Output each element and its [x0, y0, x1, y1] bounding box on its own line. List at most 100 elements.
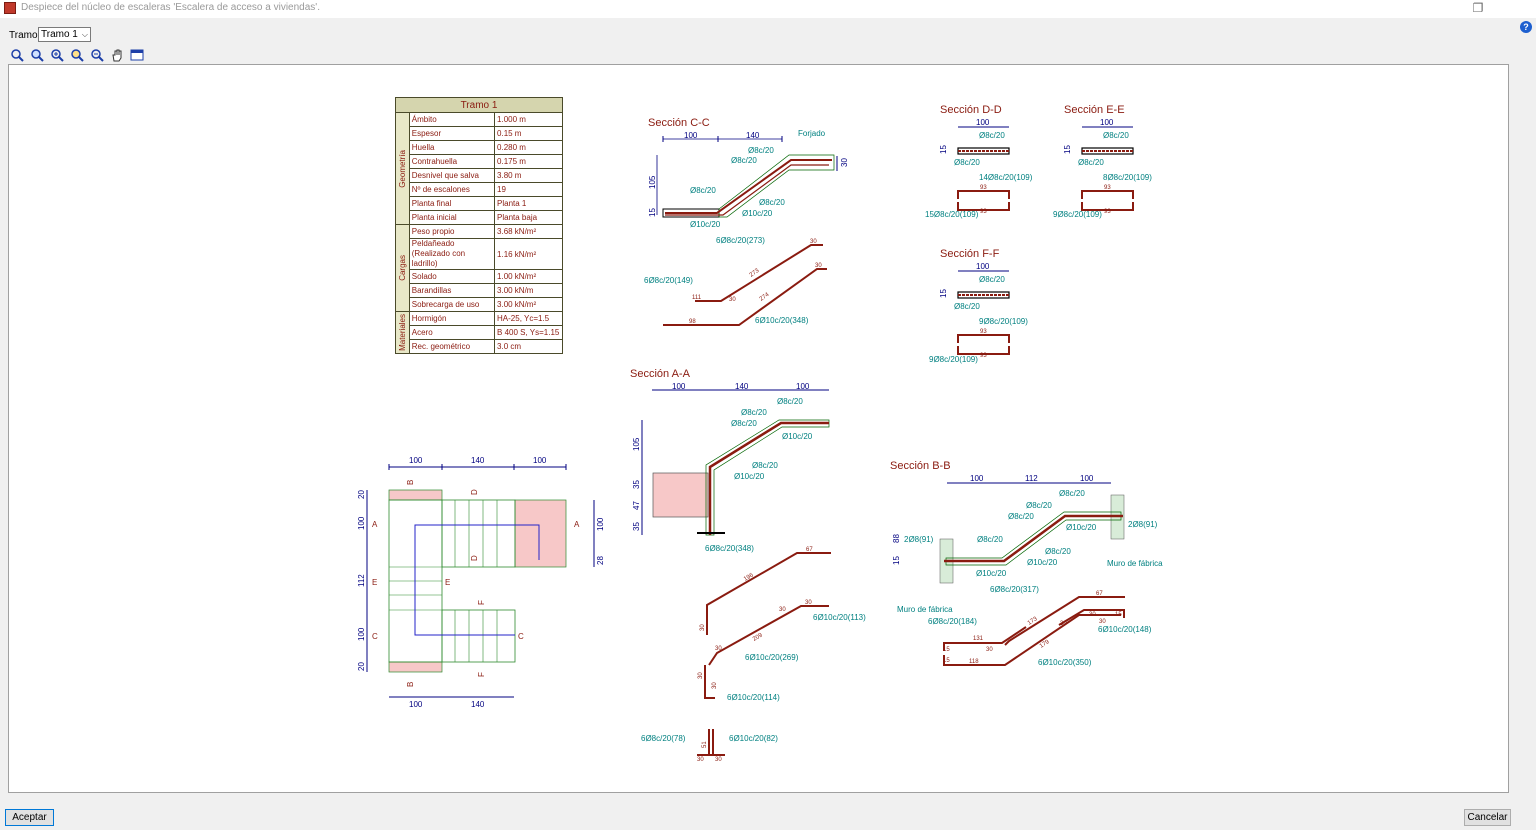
dim-label: 100	[1100, 118, 1114, 127]
bar-label: Ø8c/20	[954, 302, 980, 311]
dim-label: 28	[596, 556, 605, 565]
schedule-label: 15Ø8c/20(109)	[925, 210, 979, 219]
bar-label: Ø8c/20	[979, 275, 1005, 284]
dim-label: 15	[648, 208, 657, 217]
section-mark: D	[470, 489, 479, 495]
bar-label: Ø8c/20	[1059, 489, 1085, 498]
section-title: Sección B-B	[890, 460, 951, 472]
row-value: 0.15 m	[494, 126, 563, 141]
dim-label: 100	[976, 262, 990, 271]
help-icon[interactable]: ?	[1520, 21, 1532, 33]
bar-length: 196	[743, 572, 755, 583]
row-label: Acero	[408, 325, 496, 340]
bar-label: Ø8c/20	[954, 158, 980, 167]
zoom-in-icon[interactable]	[49, 47, 65, 63]
dim-label: 140	[735, 382, 749, 391]
row-value: HA-25, Yc=1.5	[494, 311, 563, 326]
dim-label: 30	[840, 158, 849, 167]
bar-length: 131	[973, 636, 984, 642]
schedule-label: 8Ø8c/20(109)	[1103, 173, 1152, 182]
row-value: 0.175 m	[494, 154, 563, 169]
row-value: Planta baja	[494, 210, 563, 225]
window-icon[interactable]	[129, 47, 145, 63]
bar-label: Ø10c/20	[690, 220, 721, 229]
bar-label: Ø8c/20	[752, 461, 778, 470]
tramo-select[interactable]: Tramo 1 ⌵	[38, 27, 91, 42]
zoom-previous-icon[interactable]	[69, 47, 85, 63]
dim-label: 15	[892, 556, 901, 565]
dim-label: 47	[632, 501, 641, 510]
schedule-label: 6Ø8c/20(78)	[641, 734, 686, 743]
bar-length: 30	[697, 757, 704, 763]
section-aa: Sección A-A 100 140 100 105 35 47 35 Ø8c…	[630, 368, 866, 763]
muro-label: Muro de fábrica	[1107, 559, 1163, 568]
cancel-button[interactable]: Cancelar	[1464, 809, 1511, 826]
schedule-label: 6Ø10c/20(148)	[1098, 625, 1152, 634]
section-mark: E	[372, 578, 377, 587]
dim-label: 105	[632, 437, 641, 451]
bar-label: Ø8c/20	[748, 146, 774, 155]
dim-label: 15	[1063, 145, 1072, 154]
restore-window-icon[interactable]: ❐	[1472, 1, 1484, 15]
dim-label: 100	[1080, 474, 1094, 483]
bar-label: Ø8c/20	[731, 156, 757, 165]
section-cc: Sección C-C 100 140 Forjado 105 15 30 Ø8…	[644, 117, 849, 326]
schedule-label: 9Ø8c/20(109)	[979, 317, 1028, 326]
toolbar	[9, 47, 145, 63]
row-label: Nº de escalones	[408, 182, 496, 197]
dim-label: 35	[632, 480, 641, 489]
row-value: 0.280 m	[494, 140, 563, 155]
section-title: Sección C-C	[648, 117, 710, 129]
tramo-label: Tramo	[9, 30, 38, 41]
dim-label: 112	[1025, 474, 1038, 483]
bar-length: 30	[986, 647, 993, 653]
bar-label: Ø8c/20	[741, 408, 767, 417]
accept-button[interactable]: Aceptar	[5, 809, 54, 826]
bar-length: 30	[715, 757, 722, 763]
bar-length: 93	[980, 353, 987, 359]
bar-label: Ø8c/20	[759, 198, 785, 207]
window-title: Despiece del núcleo de escaleras 'Escale…	[21, 2, 320, 13]
dim-label: 100	[976, 118, 990, 127]
section-mark: F	[477, 600, 486, 605]
dim-label: 100	[596, 517, 605, 531]
bar-length: 67	[806, 547, 813, 553]
bar-length: 30	[698, 672, 704, 679]
dim-label: 140	[471, 456, 485, 465]
section-title: Sección F-F	[940, 248, 1000, 260]
bar-label: Ø10c/20	[976, 569, 1007, 578]
row-value: 3.0 cm	[494, 339, 563, 354]
bar-label: Ø8c/20	[690, 186, 716, 195]
dim-label: 20	[357, 662, 366, 671]
chevron-down-icon: ⌵	[81, 30, 88, 39]
pan-hand-icon[interactable]	[109, 47, 125, 63]
bar-label: Ø10c/20	[1027, 558, 1058, 567]
zoom-out-icon[interactable]	[89, 47, 105, 63]
row-label: Planta inicial	[408, 210, 496, 225]
schedule-label: 6Ø8c/20(273)	[716, 236, 765, 245]
schedule-label: 6Ø10c/20(113)	[813, 613, 866, 622]
bar-length: 173	[1027, 616, 1039, 627]
schedule-label: 6Ø8c/20(317)	[990, 585, 1039, 594]
bar-label: Ø8c/20	[1008, 512, 1034, 521]
row-label: Huella	[408, 140, 496, 155]
zoom-window-icon[interactable]	[29, 47, 45, 63]
bar-length: 93	[980, 185, 987, 191]
bar-length: 98	[689, 319, 696, 325]
section-mark: E	[445, 578, 450, 587]
zoom-fit-icon[interactable]	[9, 47, 25, 63]
title-bar: Despiece del núcleo de escaleras 'Escale…	[0, 0, 1536, 18]
dim-label: 35	[632, 522, 641, 531]
section-ff: Sección F-F 100 15 Ø8c/20 Ø8c/20 9Ø8c/20…	[929, 248, 1028, 364]
schedule-label: 6Ø10c/20(350)	[1038, 658, 1092, 667]
row-label: Hormigón	[408, 311, 496, 326]
section-mark: A	[372, 520, 378, 529]
section-title: Sección D-D	[940, 104, 1002, 116]
